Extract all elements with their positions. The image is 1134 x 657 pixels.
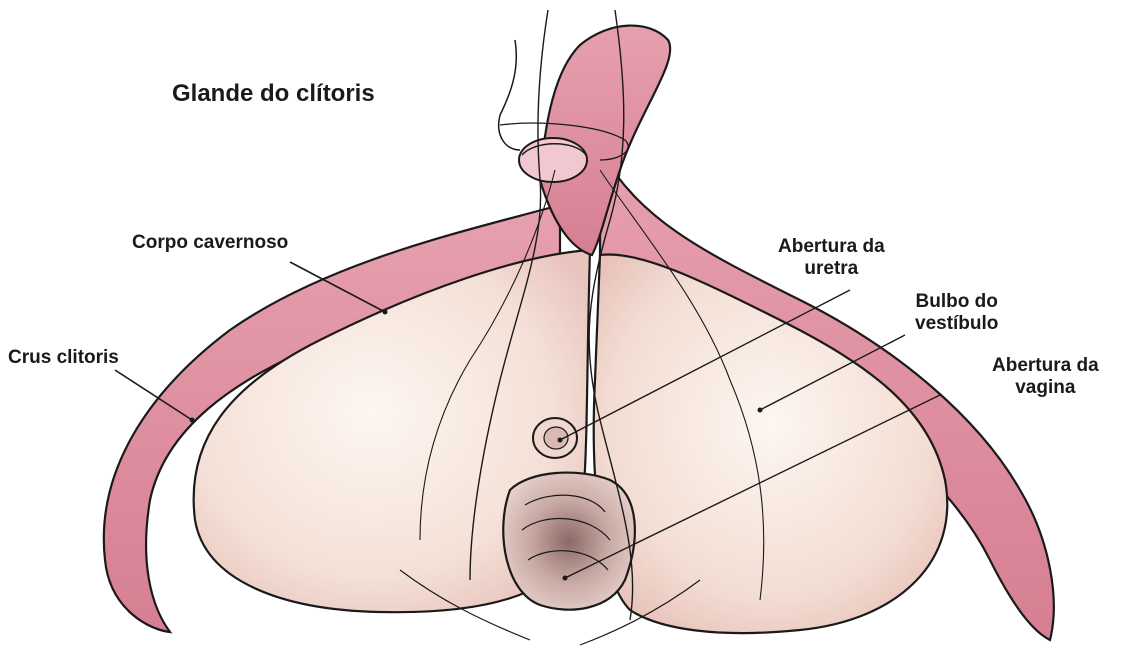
vaginal-opening <box>503 473 635 610</box>
label-crus-clitoris: Crus clitoris <box>8 347 119 369</box>
label-abertura-da-vagina-line2: vagina <box>992 377 1099 399</box>
label-bulbo-do-vestibulo: Bulbo do vestíbulo <box>915 291 998 335</box>
label-bulbo-do-vestibulo-line2: vestíbulo <box>915 313 998 335</box>
label-abertura-da-uretra: Abertura da uretra <box>778 236 885 280</box>
label-corpo-cavernoso: Corpo cavernoso <box>132 232 288 254</box>
label-abertura-da-vagina: Abertura da vagina <box>992 355 1099 399</box>
clitoral-glans <box>519 138 587 182</box>
label-bulbo-do-vestibulo-line1: Bulbo do <box>915 291 998 313</box>
label-abertura-da-uretra-line2: uretra <box>778 258 885 280</box>
label-abertura-da-uretra-line1: Abertura da <box>778 236 885 258</box>
label-glande-do-clitoris: Glande do clítoris <box>172 80 375 108</box>
label-abertura-da-vagina-line1: Abertura da <box>992 355 1099 377</box>
